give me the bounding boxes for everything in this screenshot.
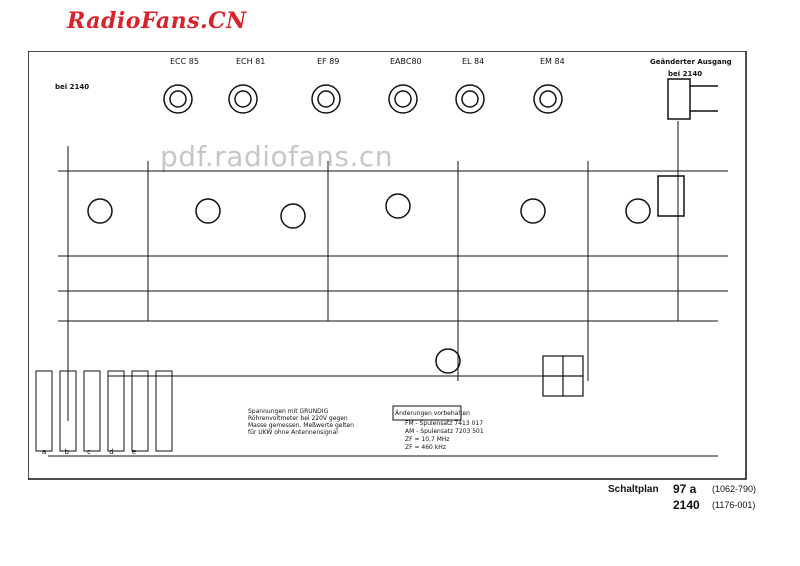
- rectifier-bridge: [542, 355, 584, 397]
- schaltplan-number: 97 a: [673, 482, 697, 496]
- output-note-1: Geänderter Ausgang: [650, 58, 732, 66]
- model-code: (1176-001): [712, 500, 756, 510]
- am-spule-note: AM - Spulensatz 7203 501: [405, 428, 484, 435]
- wiring: [48, 121, 728, 457]
- schaltplan-label: Schaltplan: [608, 484, 659, 495]
- model-note: bei 2140: [55, 83, 90, 91]
- tube-row: [163, 84, 563, 114]
- tube-label: ECC 85: [170, 57, 199, 66]
- zf1-note: ZF = 10,7 MHz: [405, 436, 450, 443]
- schaltplan-code: (1062-790): [712, 484, 757, 494]
- tube-label: EL 84: [462, 57, 485, 66]
- watermark: pdf.radiofans.cn: [160, 140, 394, 173]
- notes-box: [392, 405, 462, 421]
- schematic-diagram: [28, 51, 747, 480]
- tube-label: EM 84: [540, 57, 565, 66]
- model-number: 2140: [673, 498, 700, 512]
- tube-label: ECH 81: [236, 57, 266, 66]
- aenderungen-note: Änderungen vorbehalten: [395, 410, 470, 417]
- output-note-2: bei 2140: [668, 70, 703, 78]
- switch-letters: a b c d e: [42, 448, 145, 456]
- brand-logo: RadioFans.CN: [67, 8, 247, 34]
- tube-label: EABC80: [390, 57, 422, 66]
- fm-spule-note: FM - Spulensatz 7413 017: [405, 420, 484, 427]
- spannungen-note: Spannungen mit GRUNDIG Röhrenvoltmeter b…: [248, 408, 354, 436]
- output-transformer: [657, 78, 718, 217]
- signal-tubes: [87, 193, 651, 374]
- switch-block: [35, 370, 173, 452]
- zf2-note: ZF = 460 kHz: [405, 444, 446, 451]
- tube-label: EF 89: [317, 57, 340, 66]
